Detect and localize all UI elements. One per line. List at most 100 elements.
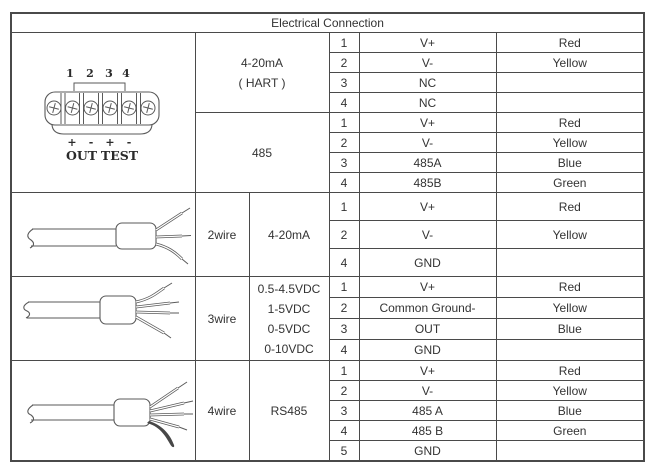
svg-text:-: - xyxy=(127,136,132,149)
wire-color xyxy=(495,339,645,361)
signal-name: V+ xyxy=(358,32,497,53)
signal-type: 0.5-4.5VDC 1-5VDC 0-5VDC 0-10VDC xyxy=(248,276,330,361)
signal-name: 485B xyxy=(358,172,497,193)
cable-leads xyxy=(147,381,194,448)
pin-number: 2 xyxy=(328,380,360,401)
stripped-cable-4wire-graphic xyxy=(10,360,196,462)
wire-color: Red xyxy=(495,360,645,381)
wire-color: Blue xyxy=(495,400,645,421)
svg-text:+: + xyxy=(105,136,114,149)
wire-color: Yellow xyxy=(495,132,645,153)
wire-color: Red xyxy=(495,32,645,53)
signal-type: 4-20mA xyxy=(248,192,330,277)
signal-name: V- xyxy=(358,52,497,73)
pin-number: 1 xyxy=(328,276,360,298)
wire-color: Yellow xyxy=(495,380,645,401)
cable-leads xyxy=(155,207,192,265)
terminal-block-graphic: 1 2 3 4 + - + - OUT TES xyxy=(44,67,160,163)
cable-cut-end xyxy=(27,404,35,424)
stripped-cable-3wire-graphic xyxy=(10,276,196,361)
wire-color xyxy=(495,248,645,277)
cable-sleeve xyxy=(99,294,137,325)
wire-color: Red xyxy=(495,192,645,221)
signal-type-line: RS485 xyxy=(270,403,308,418)
svg-text:1: 1 xyxy=(66,67,74,80)
signal-name: 485A xyxy=(358,152,497,173)
pin-number: 4 xyxy=(328,420,360,441)
pin-number: 2 xyxy=(328,220,360,249)
signal-type: 4-20mA( HART ) xyxy=(194,32,330,113)
pin-number: 1 xyxy=(328,112,360,133)
signal-name: V- xyxy=(358,132,497,153)
svg-text:4: 4 xyxy=(122,67,130,80)
signal-name: GND xyxy=(358,339,497,361)
stripped-cable-2wire-graphic xyxy=(27,207,192,265)
svg-text:2: 2 xyxy=(86,67,94,80)
terminal-body xyxy=(44,90,160,126)
pin-number: 4 xyxy=(328,92,360,113)
pin-number: 1 xyxy=(328,360,360,381)
signal-type-line: 485 xyxy=(251,145,273,160)
cable-cut-end xyxy=(27,228,35,249)
signal-name: GND xyxy=(358,248,497,277)
wire-color xyxy=(495,92,645,113)
signal-name: 485 B xyxy=(358,420,497,441)
signal-type-line: 0-5VDC xyxy=(267,321,311,336)
table-body: Electrical Connection 1 2 3 4 + - xyxy=(10,12,645,462)
signal-name: V+ xyxy=(358,360,497,381)
stripped-cable-3wire-graphic xyxy=(23,282,180,338)
pin-number: 3 xyxy=(328,400,360,421)
polarity-labels: + - + - xyxy=(67,136,131,149)
pin-number: 2 xyxy=(328,132,360,153)
pin-bracket xyxy=(73,82,126,91)
signal-name: V- xyxy=(358,220,497,249)
signal-name: V- xyxy=(358,380,497,401)
test-label: TEST xyxy=(101,148,139,163)
signal-type: RS485 xyxy=(248,360,330,462)
cable-cut-end xyxy=(23,301,31,318)
wire-type: 2wire xyxy=(194,192,250,277)
pin-number: 1 xyxy=(328,32,360,53)
svg-text:-: - xyxy=(89,136,94,149)
pin-number: 4 xyxy=(328,248,360,277)
terminal-pin-numbers: 1 2 3 4 xyxy=(66,67,130,80)
signal-name: V+ xyxy=(358,192,497,221)
wire-color: Red xyxy=(495,276,645,298)
signal-name: NC xyxy=(358,92,497,113)
pin-number: 4 xyxy=(328,339,360,361)
signal-name: OUT xyxy=(358,318,497,340)
wire-color: Yellow xyxy=(495,220,645,249)
wire-type: 4wire xyxy=(194,360,250,462)
wire-color: Blue xyxy=(495,152,645,173)
screw-icons xyxy=(46,100,156,115)
pin-number: 2 xyxy=(328,52,360,73)
page-title: Electrical Connection xyxy=(10,12,645,33)
cable-leads xyxy=(135,282,180,338)
svg-text:+: + xyxy=(67,136,76,149)
signal-name: Common Ground- xyxy=(358,297,497,319)
signal-type-line: 0.5-4.5VDC xyxy=(257,281,321,296)
electrical-connection-table: Electrical Connection 1 2 3 4 + - xyxy=(10,12,646,462)
signal-type-line: 1-5VDC xyxy=(267,301,311,316)
wire-type: 3wire xyxy=(194,276,250,361)
stripped-cable-4wire-graphic xyxy=(27,381,194,448)
terminal-walls xyxy=(60,92,141,124)
signal-name: V+ xyxy=(358,112,497,133)
signal-type-line: ( HART ) xyxy=(238,75,286,90)
signal-type-line: 4-20mA xyxy=(267,227,311,242)
pin-number: 2 xyxy=(328,297,360,319)
signal-type-line: 0-10VDC xyxy=(264,341,314,356)
cable-sleeve xyxy=(115,222,157,250)
pin-number: 3 xyxy=(328,152,360,173)
terminal-block-graphic: 1 2 3 4 + - + - OUT TES xyxy=(10,32,196,193)
signal-name: 485 A xyxy=(358,400,497,421)
wire-color: Green xyxy=(495,420,645,441)
wire-color: Green xyxy=(495,172,645,193)
ground-lead xyxy=(147,421,175,448)
wire-color: Red xyxy=(495,112,645,133)
pin-number: 4 xyxy=(328,172,360,193)
wire-color: Yellow xyxy=(495,52,645,73)
svg-text:3: 3 xyxy=(105,67,113,80)
terminal-lip xyxy=(51,124,153,135)
wire-color: Blue xyxy=(495,318,645,340)
